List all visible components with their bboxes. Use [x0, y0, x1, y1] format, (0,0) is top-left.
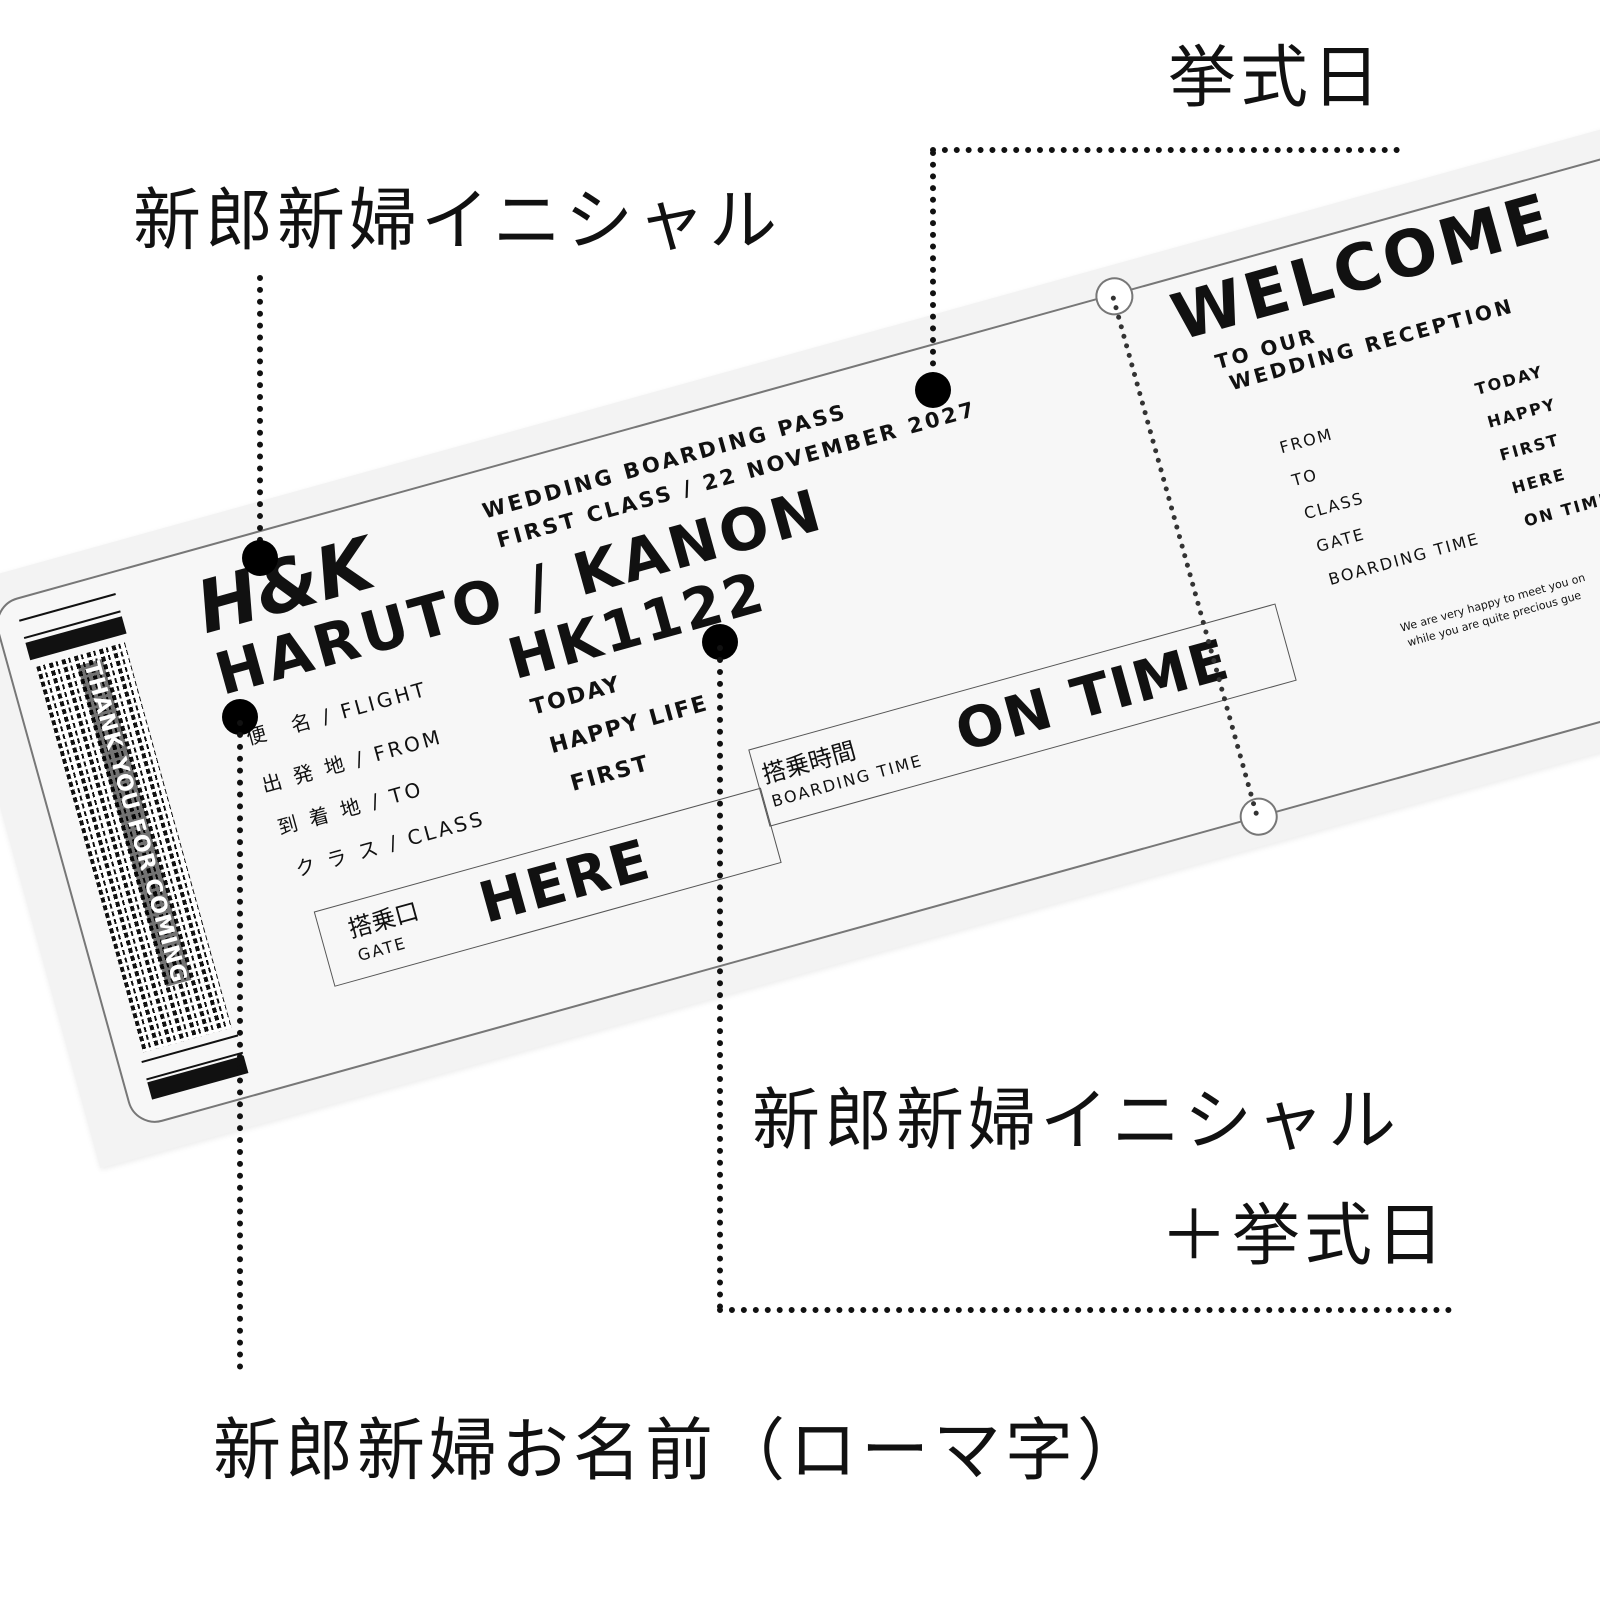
stub-value: TODAY: [1472, 361, 1546, 399]
stub-value: HERE: [1509, 464, 1569, 498]
callout-dot: [242, 540, 278, 576]
stub-value: HAPPY: [1485, 394, 1559, 432]
boarding-time-box: 搭乗時間 BOARDING TIME ON TIME: [748, 603, 1297, 827]
callout-initials-date-1: 新郎新婦イニシャル: [752, 1082, 1401, 1161]
stub-value: ON TIME: [1521, 488, 1600, 531]
callout-wedding-date: 挙式日: [1168, 39, 1385, 118]
boarding-value: ON TIME: [948, 627, 1238, 765]
value-class: FIRST: [567, 751, 653, 797]
callout-dot: [915, 372, 951, 408]
leader-line: [717, 1307, 1452, 1313]
stub-label: CLASS: [1301, 488, 1367, 524]
leader-line: [237, 720, 243, 1370]
gate-value: HERE: [472, 827, 658, 937]
leader-line: [257, 275, 263, 555]
stub-label: TO: [1289, 464, 1321, 491]
stub-value: FIRST: [1497, 429, 1562, 465]
leader-line: [930, 147, 1400, 153]
gate-box: 搭乗口 GATE HERE: [313, 787, 782, 987]
stub-label: FROM: [1277, 424, 1336, 458]
callout-initials: 新郎新婦イニシャル: [133, 182, 782, 261]
leader-line: [930, 150, 936, 390]
leader-line: [717, 645, 723, 1310]
stub-label: GATE: [1314, 524, 1368, 556]
callout-names-romaji: 新郎新婦お名前（ローマ字）: [213, 1412, 1150, 1491]
gate-label-jp: 搭乗口: [345, 897, 423, 944]
callout-initials-date-2: ＋挙式日: [1159, 1197, 1448, 1276]
